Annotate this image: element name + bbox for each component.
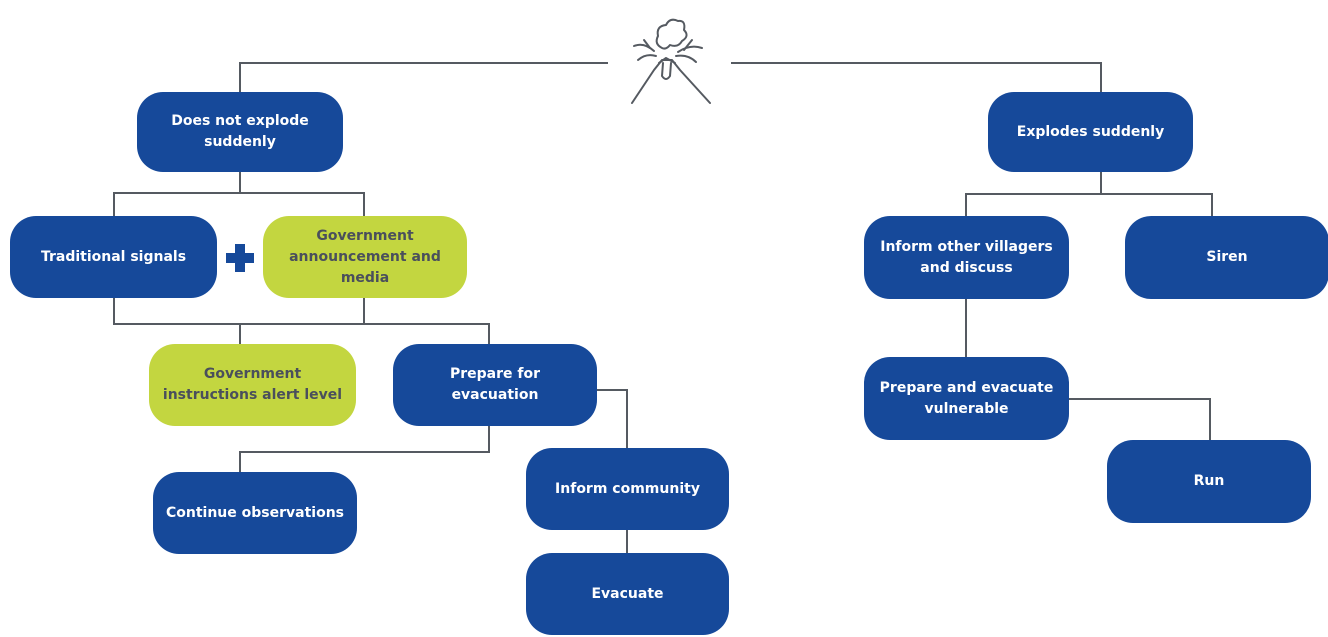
node-label: Does not explode suddenly: [171, 113, 309, 150]
node-label: Inform other villagers and discuss: [880, 238, 1053, 276]
node-label: Explodes suddenly: [1016, 123, 1165, 140]
node-label: Run: [1193, 473, 1225, 489]
connector-level2-bar: [113, 192, 365, 216]
node-prepare-evacuation: Prepare for evacuation: [393, 344, 597, 426]
connector-volcano-left: [239, 62, 608, 92]
node-label: Continue observations: [165, 504, 344, 521]
plus-icon: [226, 244, 254, 272]
node-inform-community: Inform community: [526, 448, 729, 530]
node-label: Prepare and evacuate vulnerable: [879, 379, 1054, 417]
node-government-announcement: Government announcement and media: [263, 216, 467, 298]
node-label: Evacuate: [591, 585, 664, 602]
node-label: Siren: [1206, 249, 1248, 265]
node-does-not-explode: Does not explode suddenly: [137, 92, 343, 172]
node-label: Inform community: [555, 480, 700, 497]
node-inform-villagers: Inform other villagers and discuss: [864, 216, 1069, 299]
connector-level3-bar: [113, 298, 490, 344]
node-label: Prepare for evacuation: [449, 366, 540, 403]
connector-inform-community: [597, 389, 628, 448]
node-run: Run: [1107, 440, 1311, 523]
connector-volcano-right: [731, 62, 1102, 92]
node-prepare-vulnerable: Prepare and evacuate vulnerable: [864, 357, 1069, 440]
node-continue-observations: Continue observations: [153, 472, 357, 554]
node-siren: Siren: [1125, 216, 1328, 299]
node-government-instructions: Government instructions alert level: [149, 344, 356, 426]
node-label: Traditional signals: [40, 248, 187, 265]
node-label: Government announcement and media: [289, 227, 441, 286]
node-traditional-signals: Traditional signals: [10, 216, 217, 298]
connector-run: [1069, 398, 1211, 440]
node-explodes-suddenly: Explodes suddenly: [988, 92, 1193, 172]
node-label: Government instructions alert level: [162, 366, 343, 403]
connector-right-level2-bar: [965, 193, 1213, 216]
volcano-icon: [631, 18, 711, 104]
node-evacuate: Evacuate: [526, 553, 729, 635]
connector-continue-observations: [239, 426, 490, 472]
